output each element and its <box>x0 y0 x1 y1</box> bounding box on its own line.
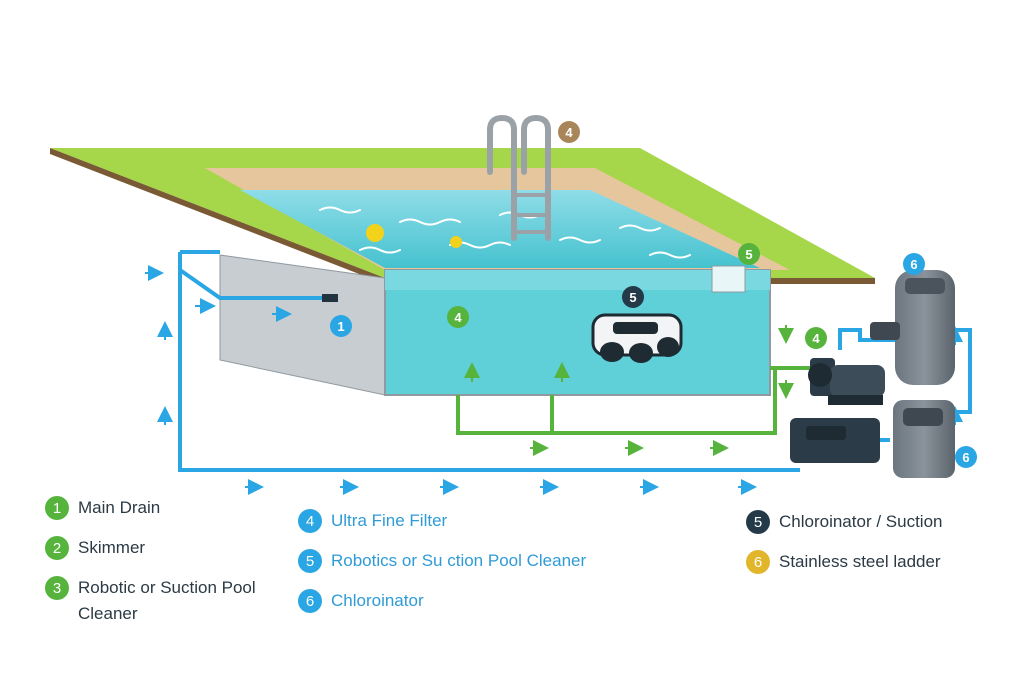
marker-filter-tank: 6 <box>903 253 925 275</box>
marker-ladder: 4 <box>558 121 580 143</box>
legend-label: Chloroinator / Suction <box>779 512 943 531</box>
legend-item-stainless-ladder: 6 Stainless steel ladder <box>746 550 941 575</box>
legend-badge: 3 <box>45 576 69 600</box>
legend-item-chlorinator: 6 Chloroinator <box>298 589 424 614</box>
green-flow-arrows <box>464 325 794 456</box>
legend-label: Skimmer <box>78 538 146 557</box>
legend-badge: 4 <box>298 509 322 533</box>
legend-item-robotic-cleaner: 3 Robotic or Suction Pool Cleaner <box>45 576 256 627</box>
chlorinator-icon <box>790 418 880 463</box>
main-drain-icon <box>322 294 338 302</box>
legend-label: Main Drain <box>78 498 161 517</box>
legend-label: Robotics or Su ction Pool Cleaner <box>331 551 587 570</box>
salt-cell-icon <box>893 400 955 478</box>
float-ball-icon <box>366 224 384 242</box>
legend-badge: 1 <box>45 496 69 520</box>
marker-main-drain: 1 <box>330 315 352 337</box>
pump-icon <box>808 358 885 405</box>
marker-pool-water: 4 <box>447 306 469 328</box>
marker-robot: 5 <box>622 286 644 308</box>
legend-badge: 6 <box>746 550 770 574</box>
legend-label: Stainless steel ladder <box>779 552 941 571</box>
marker-chlorinator: 6 <box>955 446 977 468</box>
robotic-cleaner-icon <box>591 313 683 363</box>
legend-item-robotics-cleaner: 5 Robotics or Su ction Pool Cleaner <box>298 549 586 574</box>
legend-label: Robotic or Suction Pool Cleaner <box>78 578 256 623</box>
legend-badge: 6 <box>298 589 322 613</box>
legend-badge: 5 <box>298 549 322 573</box>
legend-badge: 5 <box>746 510 770 534</box>
pool-side-wall <box>219 254 386 396</box>
skimmer-icon <box>711 265 746 293</box>
legend-label: Chloroinator <box>331 591 424 610</box>
stainless-ladder-icon <box>487 114 551 241</box>
filter-tank-icon <box>870 270 955 385</box>
legend-item-skimmer: 2 Skimmer <box>45 536 145 561</box>
float-ball-icon <box>450 236 462 248</box>
marker-pump: 4 <box>805 327 827 349</box>
marker-skimmer: 5 <box>738 243 760 265</box>
legend-label: Ultra Fine Filter <box>331 511 448 530</box>
legend-badge: 2 <box>45 536 69 560</box>
legend-item-main-drain: 1 Main Drain <box>45 496 160 521</box>
legend-item-chlorinator-suction: 5 Chloroinator / Suction <box>746 510 942 535</box>
legend-item-ultra-fine-filter: 4 Ultra Fine Filter <box>298 509 447 534</box>
green-pipe <box>456 366 810 435</box>
